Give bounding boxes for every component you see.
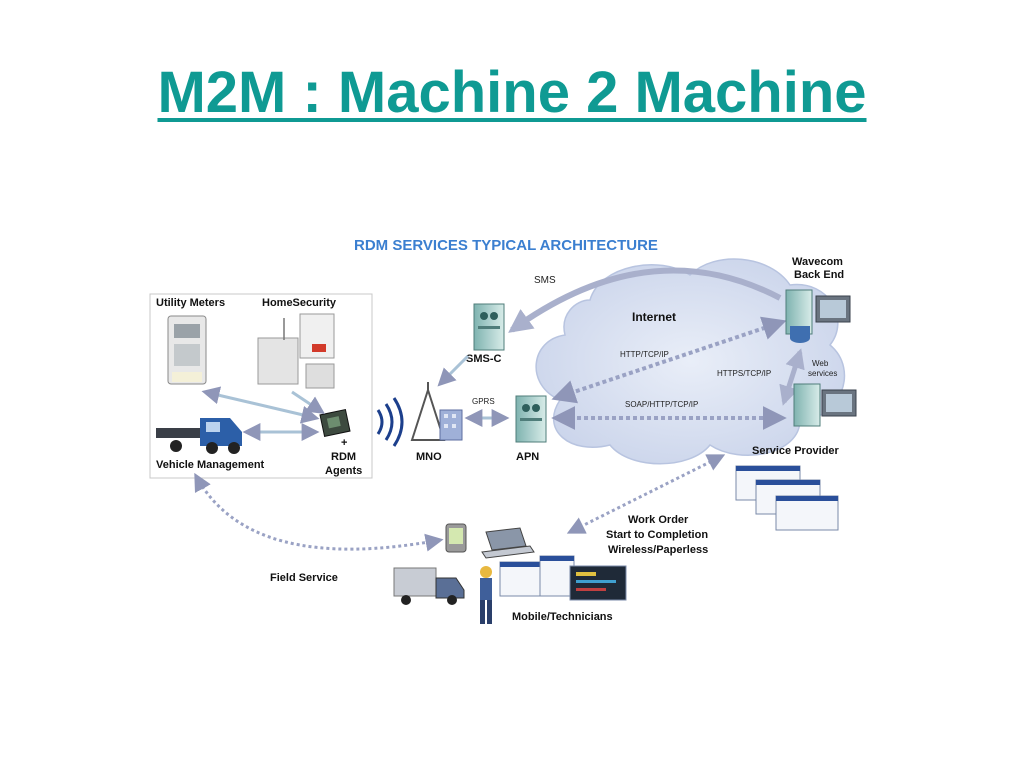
soap-label: SOAP/HTTP/TCP/IP bbox=[625, 400, 698, 409]
backend-link-arrow bbox=[779, 348, 805, 406]
technician-icon bbox=[480, 566, 492, 624]
provider-screens-icon bbox=[735, 465, 839, 531]
pda-icon bbox=[445, 523, 467, 553]
service-provider-label: Service Provider bbox=[752, 445, 840, 457]
wavecom-backend-icon bbox=[785, 289, 851, 343]
wavecom-label: Wavecom bbox=[792, 256, 843, 268]
laptop-icon bbox=[481, 527, 535, 559]
agents-label: Agents bbox=[325, 465, 362, 477]
rdm-label: RDM bbox=[331, 451, 356, 463]
radio-waves-icon bbox=[376, 397, 404, 447]
https-label: HTTPS/TCP/IP bbox=[717, 369, 771, 378]
sms-c-server-icon bbox=[473, 303, 505, 351]
mno-label: MNO bbox=[416, 451, 442, 463]
apn-label: APN bbox=[516, 451, 539, 463]
field-service-arrow bbox=[194, 472, 444, 552]
services-label: services bbox=[808, 369, 837, 378]
home-security-label: HomeSecurity bbox=[262, 297, 337, 309]
slide-title: M2M : Machine 2 Machine bbox=[157, 60, 867, 125]
utility-meters-label: Utility Meters bbox=[156, 297, 225, 309]
utility-meter-icon bbox=[167, 315, 207, 385]
sms-arrow bbox=[508, 267, 782, 333]
diagram-title: RDM SERVICES TYPICAL ARCHITECTURE bbox=[354, 237, 658, 254]
web-label: Web bbox=[812, 359, 829, 368]
gprs-label: GPRS bbox=[472, 397, 495, 406]
mno-tower-icon bbox=[410, 382, 463, 441]
delivery-truck-icon bbox=[393, 567, 465, 605]
device-arrows bbox=[201, 386, 325, 441]
mobile-technicians-label: Mobile/Technicians bbox=[512, 611, 613, 623]
back-end-label: Back End bbox=[794, 269, 844, 281]
wireless-paperless-label: Wireless/Paperless bbox=[608, 544, 708, 556]
vehicle-management-label: Vehicle Management bbox=[156, 459, 265, 471]
start-to-completion-label: Start to Completion bbox=[606, 529, 708, 541]
sms-c-to-mno-arrow bbox=[437, 354, 470, 387]
service-provider-icon bbox=[793, 383, 857, 427]
technician-screens-icon bbox=[499, 555, 627, 601]
apn-server-icon bbox=[515, 395, 547, 443]
rdm-plus-label: + bbox=[341, 437, 347, 449]
http-label: HTTP/TCP/IP bbox=[620, 350, 669, 359]
truck-icon bbox=[156, 418, 242, 454]
sms-label: SMS bbox=[534, 275, 556, 286]
sms-c-label: SMS-C bbox=[466, 353, 502, 365]
rdm-agent-chip-icon bbox=[319, 408, 351, 438]
home-security-icon bbox=[257, 313, 335, 389]
field-service-label: Field Service bbox=[270, 572, 338, 584]
internet-label: Internet bbox=[632, 310, 676, 324]
work-order-arrow bbox=[566, 454, 726, 534]
protocol-arrows bbox=[551, 316, 787, 430]
work-order-label: Work Order bbox=[628, 514, 689, 526]
